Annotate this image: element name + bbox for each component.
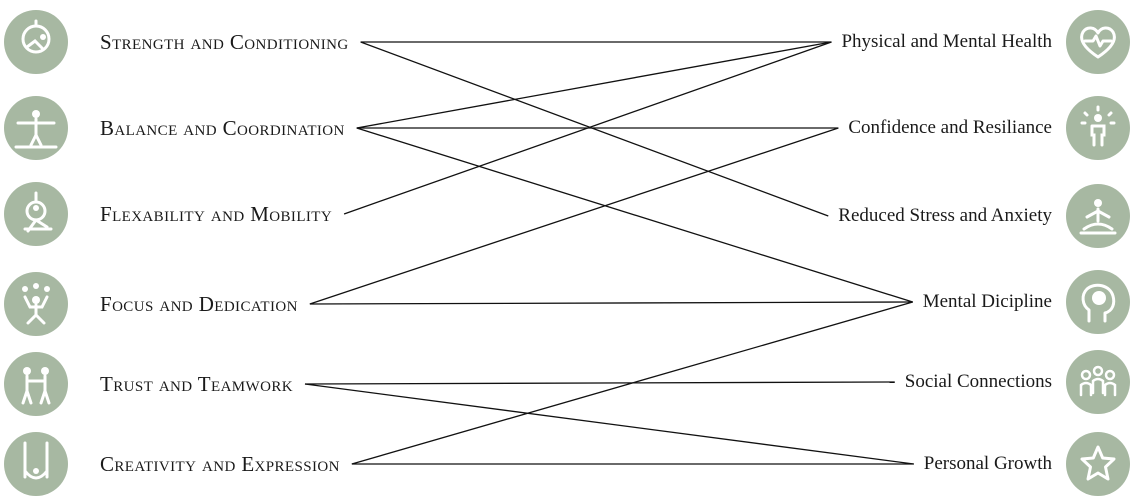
tightrope-walker-icon [4, 96, 68, 160]
benefit-label: Mental Dicipline [922, 291, 1052, 312]
benefit-label: Confidence and Resiliance [848, 117, 1052, 138]
skill-strength-conditioning: Strength and Conditioning [0, 10, 349, 74]
connection-line [343, 41, 832, 215]
connection-line [309, 127, 839, 305]
skill-label: Trust and Teamwork [100, 371, 293, 396]
benefit-label: Personal Growth [923, 453, 1052, 474]
benefit-social-connections: Social Connections [905, 350, 1136, 414]
meditation-icon [1066, 184, 1130, 248]
heart-pulse-icon [1066, 10, 1130, 74]
benefit-label: Physical and Mental Health [841, 31, 1052, 52]
benefit-label: Reduced Stress and Anxiety [838, 205, 1052, 226]
aerial-hoop-icon [4, 10, 68, 74]
skill-label: Strength and Conditioning [100, 29, 349, 54]
benefit-confidence-resiliance: Confidence and Resiliance [848, 96, 1136, 160]
brain-head-icon [1066, 270, 1130, 334]
connection-line [356, 41, 832, 129]
benefit-personal-growth: Personal Growth [924, 432, 1136, 496]
person-spark-icon [1066, 96, 1130, 160]
connection-line [356, 127, 913, 303]
partner-acrobatics-icon [4, 352, 68, 416]
skill-flexability-mobility: Flexability and Mobility [0, 182, 332, 246]
benefit-reduced-stress: Reduced Stress and Anxiety [838, 184, 1136, 248]
skill-focus-dedication: Focus and Dedication [0, 272, 298, 336]
benefit-mental-dicipline: Mental Dicipline [923, 270, 1136, 334]
skill-creativity-expression: Creativity and Expression [0, 432, 340, 496]
star-icon [1066, 432, 1130, 496]
connection-line [309, 301, 913, 305]
connection-line [351, 301, 913, 465]
group-icon [1066, 350, 1130, 414]
skill-label: Focus and Dedication [100, 291, 298, 316]
connection-line [360, 41, 829, 217]
aerial-silks-icon [4, 432, 68, 496]
connection-line [304, 383, 914, 465]
benefit-physical-mental-health: Physical and Mental Health [841, 10, 1136, 74]
benefit-label: Social Connections [904, 371, 1052, 392]
connection-line [304, 381, 895, 385]
skill-label: Balance and Coordination [100, 115, 345, 140]
skill-trust-teamwork: Trust and Teamwork [0, 352, 293, 416]
skill-balance-coordination: Balance and Coordination [0, 96, 345, 160]
juggler-icon [4, 272, 68, 336]
aerial-ring-icon [4, 182, 68, 246]
skill-label: Creativity and Expression [100, 451, 340, 476]
skill-label: Flexability and Mobility [100, 201, 333, 226]
